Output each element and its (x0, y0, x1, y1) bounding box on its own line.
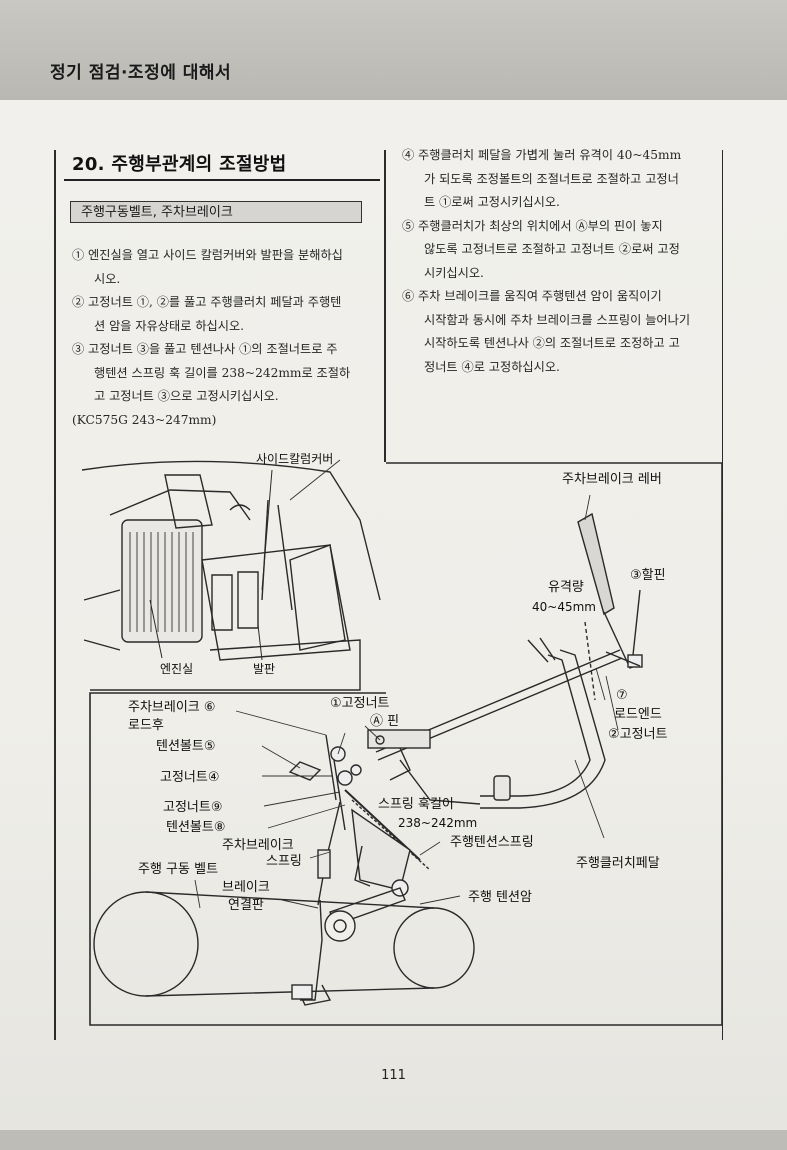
label-rod-end-number: ⑦ (616, 688, 628, 703)
pin-a-bracket (367, 729, 431, 781)
label-tension-bolt-8: 텐션볼트⑧ (166, 820, 226, 835)
label-footboard: 발판 (253, 662, 276, 676)
label-engine-room: 엔진실 (160, 662, 194, 676)
left-margin-rule (54, 150, 56, 1040)
step-4-line1: ④ 주행클러치 페달을 가볍게 눌러 유격이 40~45mm (402, 148, 682, 162)
step-3-line1: ③ 고정너트 ③을 풀고 텐션나사 ①의 조절너트로 주 (72, 342, 338, 356)
label-drive-belt: 주행 구동 벨트 (138, 862, 219, 877)
label-spring-hook-length: 스프링 훅길이 (378, 797, 454, 812)
step-5-line1: ⑤ 주행클러치가 최상의 위치에서 Ⓐ부의 핀이 놓지 (402, 218, 663, 233)
chapter-title: 정기 점검·조정에 대해서 (50, 63, 232, 83)
header-band (0, 0, 787, 100)
label-split-pin: ③할핀 (630, 568, 666, 583)
step-2-line2: 션 암을 자유상태로 하십시오. (94, 318, 245, 333)
section-underline (64, 179, 380, 181)
step-2-line1: ② 고정너트 ①, ②를 풀고 주행클러치 페달과 주행텐 (72, 295, 342, 309)
step-6-line1: ⑥ 주차 브레이크를 움직여 주행텐션 암이 움직이기 (402, 289, 662, 303)
label-parking-brake-rod-2: 로드후 (128, 718, 164, 733)
column-divider (384, 150, 386, 462)
label-parking-brake-spring-1: 주차브레이크 (222, 838, 294, 853)
clutch-pedal (480, 637, 606, 809)
label-parking-brake-spring-2: 스프링 (266, 854, 302, 869)
step-6-line4: 정너트 ④로 고정하십시오. (424, 359, 560, 374)
label-rod-end: 로드엔드 (614, 707, 662, 722)
step-5-line2: 않도록 고정너트로 조절하고 고정너트 ②로써 고정 (424, 242, 680, 256)
label-pin-a: Ⓐ 핀 (370, 714, 400, 729)
label-tension-bolt-5: 텐션볼트⑤ (156, 739, 216, 754)
step-6-line2: 시작함과 동시에 주차 브레이크를 스프링이 늘어나기 (424, 312, 691, 327)
step-3-line2: 행텐션 스프링 훅 길이를 238~242mm로 조절하 (94, 365, 351, 380)
label-drive-tension-spring: 주행텐션스프링 (450, 835, 534, 850)
label-brake-link-2: 연결판 (228, 898, 264, 913)
label-free-play-value: 40~45mm (532, 600, 596, 614)
step-4-line2: 가 되도록 조정볼트의 조절너트로 조절하고 고정너 (424, 171, 679, 186)
label-drive-tension-arm: 주행 텐션암 (468, 890, 532, 905)
step-4-line3: 트 ①로써 고정시키십시오. (424, 195, 560, 209)
label-drive-clutch-pedal: 주행클러치페달 (576, 856, 660, 871)
bottom-band (0, 1130, 787, 1150)
step-3-line3: 고 고정너트 ③으로 고정시키십시오. (94, 389, 279, 403)
label-lock-nut-2: ②고정너트 (608, 727, 668, 742)
label-parking-brake-lever: 주차브레이크 레버 (562, 472, 662, 487)
left-steps: ① 엔진실을 열고 사이드 칼럼커버와 발판을 분해하십 시오. ② 고정너트 … (72, 244, 382, 432)
step-1-line1: ① 엔진실을 열고 사이드 칼럼커버와 발판을 분해하십 (72, 248, 343, 262)
section-title: 20. 주행부관계의 조절방법 (72, 154, 287, 175)
label-parking-brake-rod-1: 주차브레이크 ⑥ (128, 700, 216, 715)
engine-room-illustration (81, 460, 381, 691)
page-number: 111 (381, 1068, 406, 1083)
step-1-line2: 시오. (94, 271, 121, 286)
label-lock-nut-9: 고정너트⑨ (163, 800, 223, 815)
label-lock-nut-4: 고정너트④ (160, 770, 220, 785)
right-steps: ④ 주행클러치 페달을 가볍게 눌러 유격이 40~45mm 가 되도록 조정볼… (402, 144, 720, 379)
label-spring-hook-value: 238~242mm (398, 816, 478, 830)
label-brake-link-1: 브레이크 (222, 880, 270, 895)
step-6-line3: 시작하도록 텐션나사 ②의 조절너트로 조정하고 고 (424, 336, 680, 350)
label-lock-nut-1: ①고정너트 (330, 696, 390, 711)
subheading-box: 주행구동벨트, 주차브레이크 (70, 201, 362, 223)
figure-frame (89, 462, 723, 1026)
label-free-play: 유격량 (548, 580, 584, 595)
label-side-column-cover: 사이드칼럼커버 (256, 452, 334, 466)
step-5-line3: 시키십시오. (424, 265, 484, 280)
model-note: (KC575G 243~247mm) (72, 412, 217, 427)
